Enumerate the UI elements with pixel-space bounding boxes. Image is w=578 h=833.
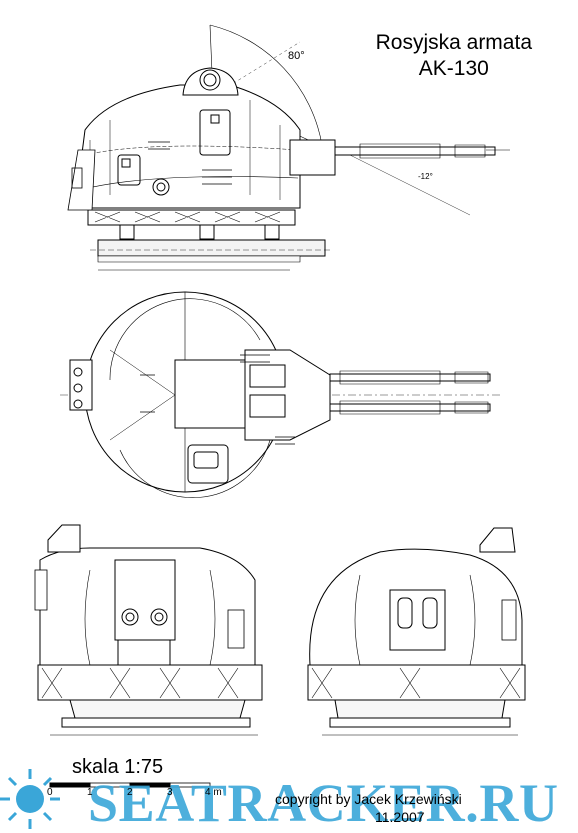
watermark-text: SEATRACKER.RU (88, 773, 558, 833)
elevation-angle-label: -12° (418, 172, 433, 181)
front-view (34, 524, 263, 736)
top-view (60, 291, 500, 498)
drawing-title: Rosyjska armata AK-130 (376, 30, 532, 82)
watermark: SEATRACKER.RU (0, 769, 558, 833)
copyright-text: copyright by Jacek Krzewiński (275, 791, 462, 807)
scale-tick: 3 (167, 787, 173, 798)
rear-view (307, 527, 526, 736)
scale-tick: 2 (127, 787, 133, 798)
scale-tick: 0 (47, 787, 53, 798)
sun-logo-icon (0, 769, 60, 829)
drawing-date: 11.2007 (375, 809, 425, 825)
scale-tick: 1 (87, 787, 93, 798)
scale-tick: 4 m (205, 787, 222, 798)
scale-label: skala 1:75 (72, 756, 164, 778)
traverse-angle-label: 80° (288, 50, 305, 62)
title-line-1: Rosyjska armata (375, 31, 532, 54)
scale-bar (49, 782, 211, 788)
side-view (67, 24, 510, 271)
title-line-2: AK-130 (418, 57, 489, 80)
